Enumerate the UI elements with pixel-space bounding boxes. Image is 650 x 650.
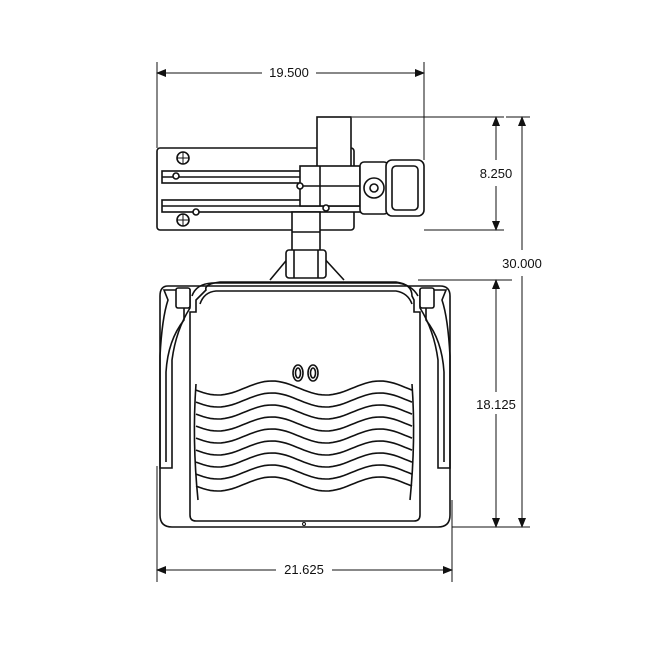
seat-wave-rib bbox=[195, 380, 413, 396]
dimension-bottom-width: 21.625 bbox=[156, 466, 453, 582]
seat-wave-rib bbox=[195, 416, 413, 432]
dimension-overall-height: 30.000 bbox=[452, 116, 542, 528]
seat-wave-rib bbox=[195, 464, 413, 480]
seat-wave-rib bbox=[195, 404, 413, 420]
dimension-top-width: 19.500 bbox=[156, 62, 425, 160]
mounting-bracket bbox=[156, 116, 425, 281]
seat-pan bbox=[159, 281, 451, 528]
dimension-mount-height: 8.250 bbox=[352, 116, 513, 231]
seat-wave-rib bbox=[195, 452, 413, 468]
dimension-seat-height: 18.125 bbox=[418, 279, 516, 528]
seat-wave-cap-right bbox=[409, 383, 415, 501]
dim-label-overall-height: 30.000 bbox=[502, 256, 542, 271]
dim-label-bottom-width: 21.625 bbox=[284, 562, 324, 577]
dim-label-top-width: 19.500 bbox=[269, 65, 309, 80]
seat-wave-rib bbox=[195, 428, 413, 444]
dim-label-seat-height: 18.125 bbox=[476, 397, 516, 412]
dim-label-mount-height: 8.250 bbox=[480, 166, 513, 181]
seat-wave-rib bbox=[195, 476, 413, 492]
seat-wave-pattern bbox=[193, 380, 415, 501]
seat-wave-cap-left bbox=[193, 383, 199, 501]
seat-wave-rib bbox=[195, 392, 413, 408]
seat-wave-rib bbox=[195, 440, 413, 456]
